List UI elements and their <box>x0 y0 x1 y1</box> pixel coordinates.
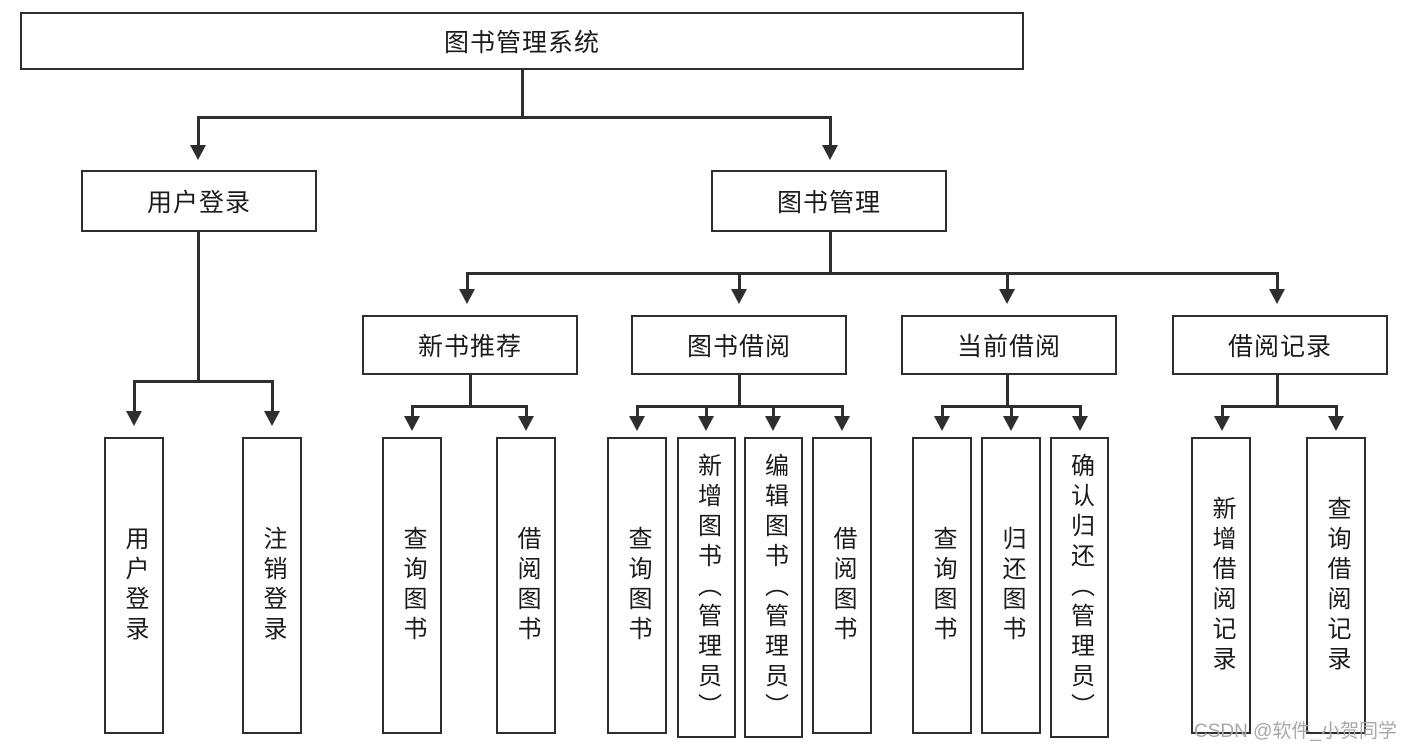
arrowhead-borrow-leaf-1 <box>698 416 714 431</box>
arrowhead-bookmgmt-current <box>999 289 1015 304</box>
leaf-recommend-borrow-book[interactable]: 借阅图书 <box>496 437 556 734</box>
connector-current-to-leaf-2 <box>1079 405 1082 417</box>
node-label: 新增借阅记录 <box>1208 495 1235 676</box>
arrowhead-bookmgmt-borrow <box>731 289 747 304</box>
arrowhead-login-leaf-1 <box>264 411 280 426</box>
node-book-management[interactable]: 图书管理 <box>711 170 947 232</box>
arrowhead-root-to-login <box>190 145 206 160</box>
node-label: 注销登录 <box>259 525 286 646</box>
leaf-recommend-query-book[interactable]: 查询图书 <box>382 437 442 734</box>
node-label: 借阅记录 <box>1227 333 1332 361</box>
arrowhead-record-leaf-1 <box>1328 416 1344 431</box>
arrowhead-borrow-leaf-2 <box>765 416 781 431</box>
connector-bookmgmt-to-borrow <box>738 272 741 290</box>
leaf-borrow-borrow-book[interactable]: 借阅图书 <box>812 437 872 734</box>
connector-recommend-bus <box>411 405 528 408</box>
leaf-logout[interactable]: 注销登录 <box>242 437 302 734</box>
connector-login-stem <box>197 232 200 382</box>
node-label: 图书管理 <box>776 189 881 217</box>
leaf-current-return-book[interactable]: 归还图书 <box>981 437 1041 734</box>
connector-record-bus <box>1221 405 1338 408</box>
leaf-current-query-book[interactable]: 查询图书 <box>912 437 972 734</box>
leaf-borrow-query-book[interactable]: 查询图书 <box>607 437 667 734</box>
node-root-system[interactable]: 图书管理系统 <box>20 12 1024 70</box>
connector-recommend-to-leaf-0 <box>411 405 414 417</box>
node-new-book-recommend[interactable]: 新书推荐 <box>362 315 578 375</box>
node-label: 新增图书（管理员） <box>693 452 721 723</box>
leaf-record-query-record[interactable]: 查询借阅记录 <box>1306 437 1366 734</box>
connector-login-to-leaf-1 <box>271 380 274 412</box>
connector-recommend-stem <box>469 375 472 407</box>
node-label: 图书管理系统 <box>443 29 600 57</box>
arrowhead-borrow-leaf-0 <box>629 416 645 431</box>
node-book-borrow[interactable]: 图书借阅 <box>631 315 847 375</box>
node-borrow-record[interactable]: 借阅记录 <box>1172 315 1388 375</box>
arrowhead-root-to-bookmgmt <box>822 145 838 160</box>
node-label: 借阅图书 <box>829 525 856 646</box>
node-label: 借阅图书 <box>513 525 540 646</box>
node-label: 用户登录 <box>146 189 251 217</box>
connector-record-to-leaf-1 <box>1335 405 1338 417</box>
node-label: 查询图书 <box>399 525 426 646</box>
connector-borrow-to-leaf-0 <box>636 405 639 417</box>
connector-bookmgmt-to-current <box>1006 272 1009 290</box>
node-current-borrow[interactable]: 当前借阅 <box>901 315 1117 375</box>
node-label: 归还图书 <box>998 525 1025 646</box>
leaf-borrow-edit-book-admin[interactable]: 编辑图书（管理员） <box>744 437 803 738</box>
connector-bookmgmt-stem <box>829 232 832 274</box>
arrowhead-recommend-leaf-0 <box>404 416 420 431</box>
arrowhead-current-leaf-2 <box>1072 416 1088 431</box>
node-label: 确认归还（管理员） <box>1066 452 1094 723</box>
connector-login-bus <box>133 380 273 383</box>
node-label: 当前借阅 <box>956 333 1061 361</box>
connector-root-to-login <box>197 116 200 146</box>
leaf-record-add-record[interactable]: 新增借阅记录 <box>1191 437 1251 734</box>
connector-borrow-bus <box>636 405 843 408</box>
arrowhead-login-leaf-0 <box>126 411 142 426</box>
arrowhead-borrow-leaf-3 <box>834 416 850 431</box>
connector-bookmgmt-to-record <box>1276 272 1279 290</box>
connector-recommend-to-leaf-1 <box>525 405 528 417</box>
arrowhead-recommend-leaf-1 <box>518 416 534 431</box>
node-label: 编辑图书（管理员） <box>760 452 788 723</box>
node-label: 查询图书 <box>624 525 651 646</box>
arrowhead-current-leaf-1 <box>1003 416 1019 431</box>
connector-borrow-to-leaf-2 <box>772 405 775 417</box>
node-label: 用户登录 <box>121 525 148 646</box>
arrowhead-current-leaf-0 <box>934 416 950 431</box>
connector-current-to-leaf-0 <box>941 405 944 417</box>
connector-root-to-bookmgmt <box>829 116 832 146</box>
arrowhead-bookmgmt-record <box>1269 289 1285 304</box>
leaf-current-confirm-return-admin[interactable]: 确认归还（管理员） <box>1050 437 1109 738</box>
node-label: 查询图书 <box>929 525 956 646</box>
node-label: 图书借阅 <box>686 333 791 361</box>
connector-record-stem <box>1276 375 1279 407</box>
leaf-borrow-add-book-admin[interactable]: 新增图书（管理员） <box>677 437 736 738</box>
arrowhead-record-leaf-0 <box>1214 416 1230 431</box>
connector-current-stem <box>1006 375 1009 407</box>
connector-root-bus <box>197 116 832 119</box>
connector-current-to-leaf-1 <box>1010 405 1013 417</box>
arrowhead-bookmgmt-recommend <box>459 289 475 304</box>
connector-borrow-to-leaf-3 <box>841 405 844 417</box>
connector-borrow-stem <box>738 375 741 407</box>
connector-record-to-leaf-0 <box>1221 405 1224 417</box>
connector-root-stem <box>521 70 524 118</box>
node-user-login[interactable]: 用户登录 <box>81 170 317 232</box>
connector-borrow-to-leaf-1 <box>705 405 708 417</box>
leaf-user-login[interactable]: 用户登录 <box>104 437 164 734</box>
csdn-watermark: CSDN @软件_小贺同学 <box>1194 721 1397 742</box>
node-label: 新书推荐 <box>417 333 522 361</box>
connector-login-to-leaf-0 <box>133 380 136 412</box>
connector-bookmgmt-to-recommend <box>466 272 469 290</box>
node-label: 查询借阅记录 <box>1323 495 1350 676</box>
connector-bookmgmt-bus <box>466 272 1278 275</box>
